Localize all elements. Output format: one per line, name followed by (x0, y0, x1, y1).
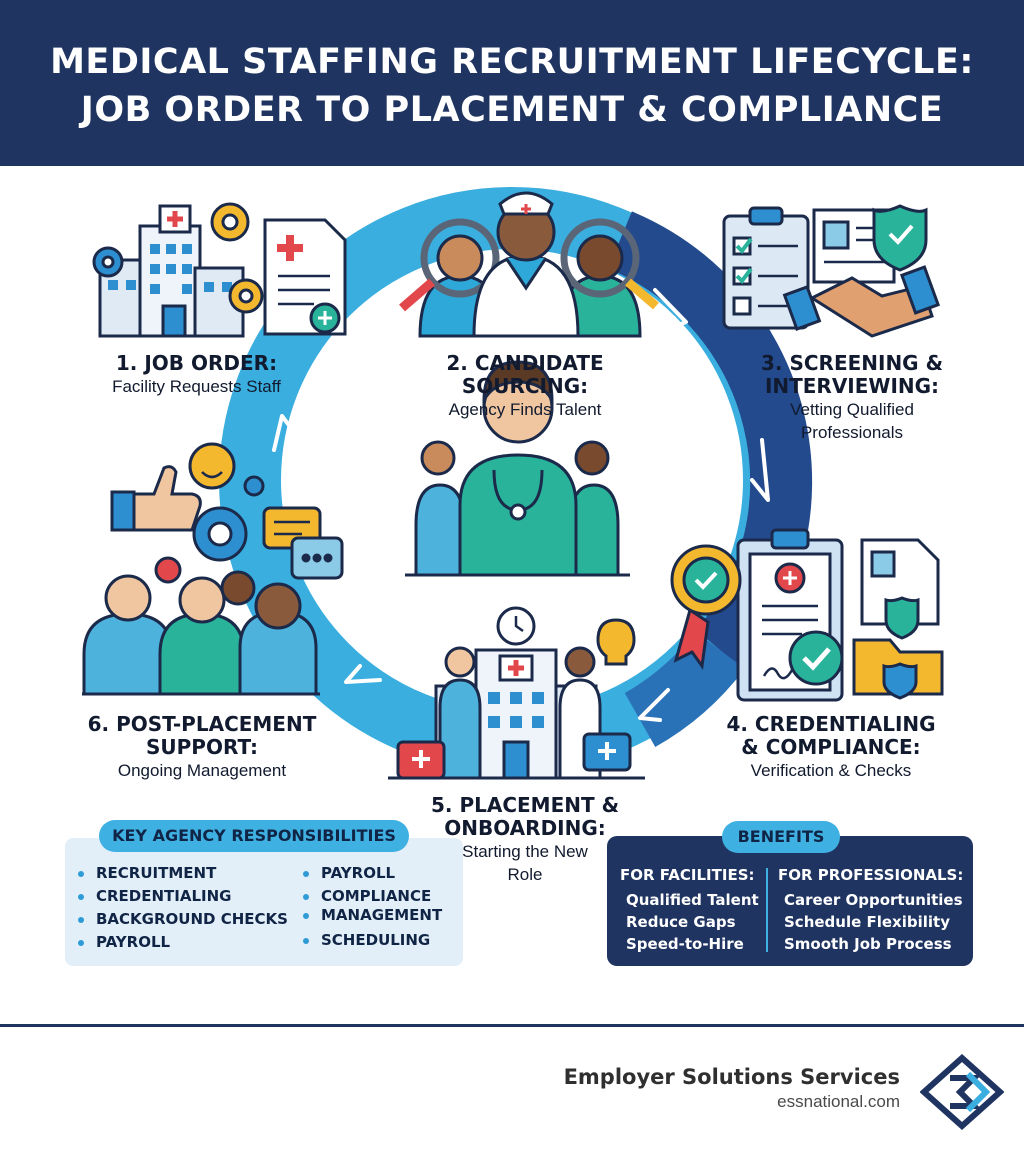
list-item: Schedule Flexibility (784, 913, 950, 931)
lifecycle-artwork (82, 187, 944, 780)
cycle-arrows (272, 288, 770, 722)
list-item: SCHEDULING (303, 929, 442, 952)
step-2-subtitle: Agency Finds Talent (448, 400, 602, 419)
facilities-heading: FOR FACILITIES: (620, 866, 755, 884)
step-1-subtitle: Facility Requests Staff (112, 377, 281, 396)
step-4-subtitle: Verification & Checks (750, 761, 912, 780)
benefits-heading: BENEFITS (722, 821, 840, 853)
list-item: BACKGROUND CHECKS (78, 908, 288, 931)
benefits-divider (766, 868, 768, 952)
brand-logo-icon (920, 1054, 1004, 1130)
step-6-title-line-1: 6. POST-PLACEMENT (87, 712, 317, 736)
center-clinicians-illustration (405, 360, 630, 577)
title-line-2: JOB ORDER TO PLACEMENT & COMPLIANCE (80, 90, 944, 130)
list-item: Career Opportunities (784, 891, 963, 909)
step-4-title-line-2: & COMPLIANCE: (741, 735, 921, 759)
benefits-panel (607, 836, 973, 966)
step-4-title-line-1: 4. CREDENTIALING (726, 712, 936, 736)
step-1-label: 1. JOB ORDER: Facility Requests Staff (84, 352, 309, 398)
title-line-1: MEDICAL STAFFING RECRUITMENT LIFECYCLE: (50, 42, 974, 82)
brand-url[interactable]: essnational.com (777, 1092, 900, 1111)
list-item: Speed-to-Hire (626, 935, 744, 953)
list-item: Reduce Gaps (626, 913, 736, 931)
step-3-subtitle-line-2: Professionals (800, 423, 904, 442)
responsibilities-panel (65, 838, 463, 966)
professionals-heading: FOR PROFESSIONALS: (778, 866, 964, 884)
step-2-title: 2. CANDIDATE SOURCING: (446, 351, 604, 398)
benefits-professionals: FOR PROFESSIONALS: Career Opportunities … (778, 864, 963, 955)
step-6-title-line-2: SUPPORT: (145, 735, 258, 759)
responsibilities-heading: KEY AGENCY RESPONSIBILITIES (99, 820, 409, 852)
job-order-illustration (92, 202, 347, 338)
header-banner: MEDICAL STAFFING RECRUITMENT LIFECYCLE: … (0, 0, 1024, 166)
list-item: PAYROLL (78, 931, 288, 954)
step-6-subtitle: Ongoing Management (117, 761, 287, 780)
responsibilities-list-1: RECRUITMENT CREDENTIALING BACKGROUND CHE… (78, 862, 288, 954)
responsibilities-list-2: PAYROLL COMPLIANCE MANAGEMENT SCHEDULING (303, 862, 442, 952)
list-item: MANAGEMENT (303, 904, 442, 927)
step-5-subtitle-line-1: Starting the New (462, 842, 588, 861)
benefits-facilities: FOR FACILITIES: Qualified Talent Reduce … (620, 864, 759, 955)
footer-divider (0, 1024, 1024, 1027)
step-5-title-line-1: 5. PLACEMENT & (430, 793, 620, 817)
list-item: COMPLIANCE (303, 885, 442, 908)
step-3-title-line-1: 3. SCREENING & (760, 351, 944, 375)
post-placement-illustration (82, 442, 344, 696)
list-item: Smooth Job Process (784, 935, 952, 953)
list-item: PAYROLL (303, 862, 442, 885)
step-3-label: 3. SCREENING & INTERVIEWING: Vetting Qua… (740, 352, 964, 444)
screening-illustration (722, 204, 941, 338)
step-4-label: 4. CREDENTIALING & COMPLIANCE: Verificat… (718, 713, 944, 782)
placement-illustration (388, 606, 645, 780)
list-item: Qualified Talent (626, 891, 759, 909)
brand-name: Employer Solutions Services (563, 1065, 900, 1089)
step-5-title-line-2: ONBOARDING: (444, 816, 606, 840)
step-5-label: 5. PLACEMENT & ONBOARDING: Starting the … (420, 794, 630, 886)
step-3-title-line-2: INTERVIEWING: (764, 374, 940, 398)
step-5-subtitle-line-2: Role (507, 865, 543, 884)
list-item: CREDENTIALING (78, 885, 288, 908)
step-1-title: 1. JOB ORDER: (115, 351, 278, 375)
credentialing-illustration (670, 528, 944, 702)
step-3-subtitle-line-1: Vetting Qualified (790, 400, 914, 419)
list-item: RECRUITMENT (78, 862, 288, 885)
candidate-sourcing-illustration (399, 191, 659, 338)
step-2-label: 2. CANDIDATE SOURCING: Agency Finds Tale… (380, 352, 670, 421)
step-6-label: 6. POST-PLACEMENT SUPPORT: Ongoing Manag… (84, 713, 320, 782)
